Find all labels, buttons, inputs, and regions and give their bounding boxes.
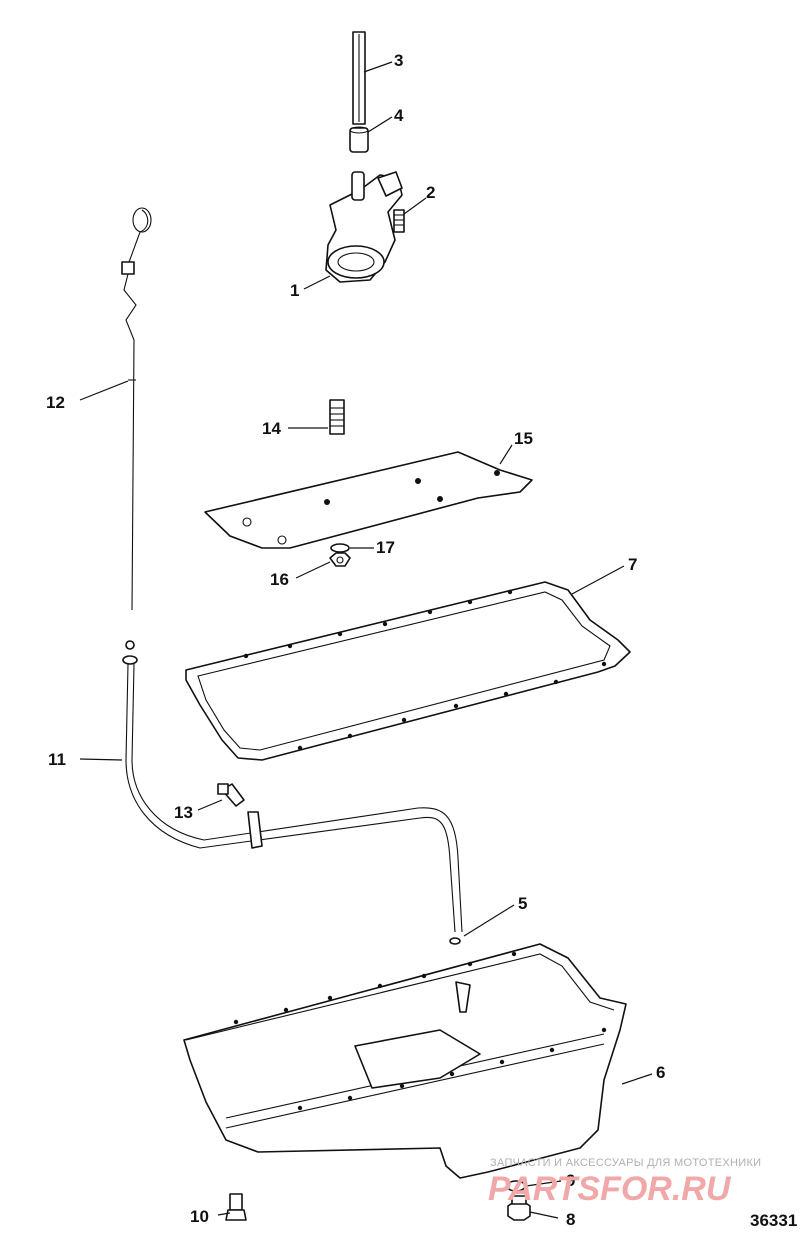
part-3-oil-pump-shaft — [352, 31, 366, 125]
callout-2: 2 — [426, 183, 435, 202]
part-2-screw — [393, 209, 405, 233]
callout-11: 11 — [48, 750, 66, 769]
leader-15 — [499, 444, 513, 465]
part-10-bolt — [225, 1193, 247, 1221]
watermark: ЗАПЧАСТИ И АКСЕССУАРЫ ДЛЯ МОТОТЕХНИКИ PA… — [488, 1157, 761, 1208]
leader-9 — [525, 1180, 562, 1187]
leader-5 — [463, 904, 515, 937]
callout-1: 1 — [290, 281, 299, 300]
part-16-nut — [329, 552, 351, 567]
part-5-o-ring — [449, 937, 461, 945]
callout-8: 8 — [566, 1210, 575, 1229]
part-14-stud — [329, 399, 345, 435]
figure-number: 36331 — [750, 1211, 797, 1230]
callout-14: 14 — [262, 419, 281, 438]
callout-9: 9 — [566, 1171, 575, 1190]
leader-10 — [217, 1212, 231, 1216]
part-7-oil-pan-gasket — [185, 581, 631, 761]
leader-2 — [403, 197, 427, 215]
part-4-shaft-sleeve — [349, 126, 369, 153]
part-15-windage-tray — [204, 451, 533, 549]
leader-11 — [79, 758, 123, 761]
part-12-dipstick — [121, 207, 152, 611]
callout-labels: 1 2 3 4 5 6 7 8 9 10 11 12 13 14 15 16 1… — [46, 51, 665, 1229]
leader-13 — [197, 799, 223, 811]
part-17-washer — [330, 543, 350, 553]
leader-4 — [367, 116, 393, 133]
leader-16 — [295, 561, 331, 579]
callout-5: 5 — [518, 894, 527, 913]
callout-3: 3 — [394, 51, 403, 70]
leader-1 — [303, 275, 331, 290]
part-9-washer — [506, 1180, 526, 1192]
watermark-tagline: ЗАПЧАСТИ И АКСЕССУАРЫ ДЛЯ МОТОТЕХНИКИ — [490, 1157, 761, 1169]
callout-15: 15 — [514, 429, 533, 448]
leader-6 — [621, 1073, 653, 1085]
part-8-drain-plug — [507, 1195, 531, 1221]
leader-12 — [79, 380, 129, 401]
callout-6: 6 — [656, 1063, 665, 1082]
callout-13: 13 — [174, 803, 193, 822]
callout-16: 16 — [270, 570, 289, 589]
leader-7 — [571, 565, 625, 595]
callout-12: 12 — [46, 393, 65, 412]
watermark-logo: PARTSFOR.RU — [488, 1170, 732, 1208]
part-6-oil-pan — [183, 943, 627, 1179]
leader-lines — [79, 61, 653, 1219]
part-1-oil-pump — [325, 171, 403, 283]
callout-7: 7 — [628, 555, 637, 574]
leader-8 — [529, 1211, 559, 1219]
part-11-dipstick-tube — [122, 640, 463, 933]
callout-17: 17 — [376, 538, 395, 557]
callout-10: 10 — [190, 1207, 209, 1226]
part-13-bolt — [217, 783, 245, 807]
callout-4: 4 — [394, 106, 404, 125]
leader-3 — [363, 61, 393, 73]
